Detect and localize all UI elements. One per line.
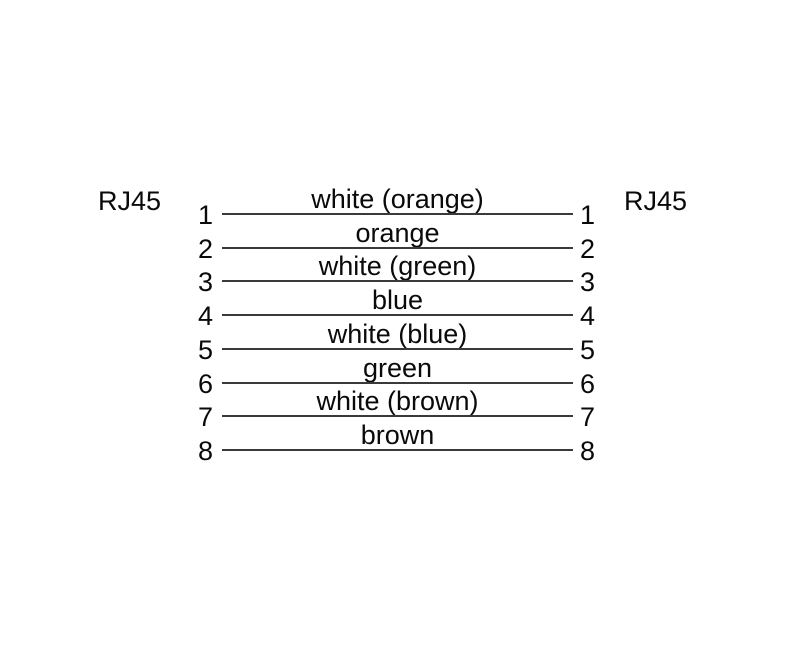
- wire-line: [222, 381, 573, 384]
- wire-color-label: white (green): [318, 251, 477, 282]
- pin-number-right: 5: [580, 334, 596, 365]
- pin-number-left: 8: [197, 435, 213, 466]
- pin-number-left: 4: [197, 301, 213, 332]
- wire-row: 2 orange 2: [198, 217, 595, 264]
- connector-label-left: RJ45: [98, 186, 162, 216]
- pin-number-right: 1: [580, 200, 596, 230]
- wire-line: [222, 314, 573, 317]
- wire-color-label: brown: [360, 419, 435, 450]
- wire-row: 4 blue 4: [198, 284, 595, 332]
- pin-number-right: 2: [580, 233, 596, 264]
- pin-number-left: 3: [197, 267, 213, 298]
- pin-number-right: 3: [580, 267, 596, 298]
- wire-row: 6 green 6: [198, 352, 595, 399]
- wire-line: [222, 347, 573, 350]
- pin-number-left: 6: [197, 368, 213, 399]
- wire-line: [222, 213, 573, 215]
- pin-number-right: 6: [580, 368, 596, 399]
- wire-row: 7 white (brown) 7: [198, 385, 595, 433]
- wire-color-label: blue: [371, 285, 424, 316]
- pin-number-left: 2: [197, 233, 213, 264]
- pin-number-left: 7: [197, 402, 213, 433]
- wire-color-label: white (orange): [311, 184, 484, 214]
- wire-line: [222, 246, 573, 249]
- pin-number-right: 7: [580, 402, 596, 433]
- pin-number-left: 5: [197, 334, 213, 365]
- wire-line: [222, 280, 573, 283]
- wire-line: [222, 448, 573, 451]
- wire-row: 3 white (green) 3: [198, 250, 595, 298]
- wire-row: 5 white (blue) 5: [198, 318, 595, 365]
- wire-row: 1 white (orange) 1: [198, 183, 595, 231]
- wire-line: [222, 415, 573, 418]
- pin-number-right: 4: [580, 301, 596, 332]
- wire-color-label: white (brown): [316, 386, 479, 417]
- pin-number-right: 8: [580, 435, 596, 466]
- pin-number-left: 1: [197, 200, 213, 230]
- wire-row: 8 brown 8: [198, 419, 595, 466]
- wire-color-label: white (blue): [327, 318, 468, 349]
- wire-color-label: orange: [355, 217, 440, 248]
- wire-color-label: green: [362, 352, 433, 383]
- connector-label-right: RJ45: [624, 186, 688, 216]
